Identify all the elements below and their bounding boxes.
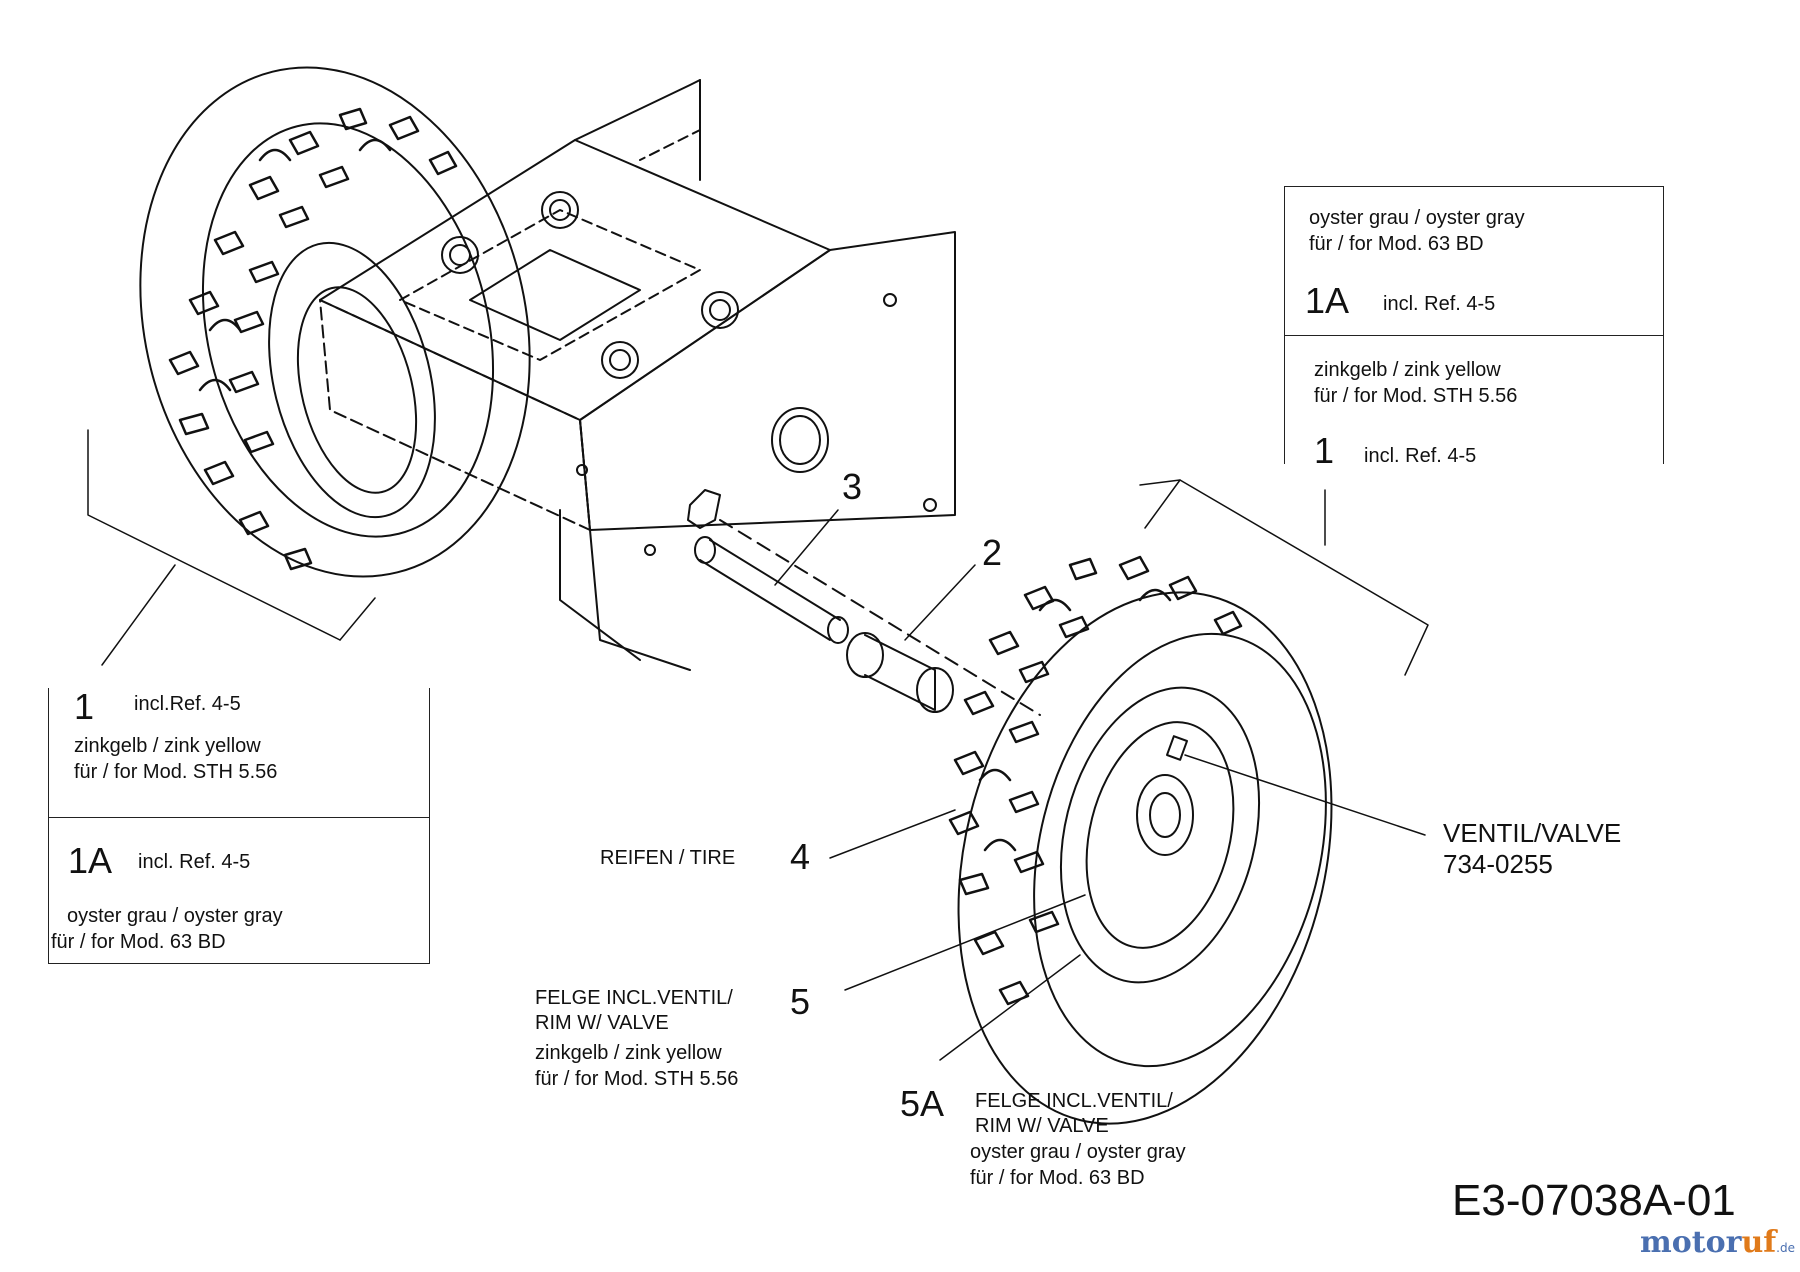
right-tire-tread [948,555,1243,1006]
right-part1a-ref: 1A [1305,280,1350,321]
callout-5-label1: FELGE INCL.VENTIL/ [535,987,733,1009]
frame-side-wall [579,231,956,531]
callout-5-label2: RIM W/ VALVE [535,1012,669,1034]
callout-5a-label2: RIM W/ VALVE [975,1115,1109,1137]
watermark-logo: motoruf.de [1640,1225,1795,1260]
left-rim [268,241,436,519]
callout-5-color: zinkgelb / zink yellow [535,1042,722,1064]
callout-5a-color: oyster grau / oyster gray [970,1141,1186,1163]
left-part1a-ref: 1A [68,840,113,881]
right-tire-inner [1033,632,1327,1068]
left-part1a-color: oyster grau / oyster gray [67,905,283,927]
axle-hex-nut [687,489,721,529]
right-part1-model: für / for Mod. STH 5.56 [1314,385,1518,407]
frame-top-plate [319,139,831,421]
left-wheel-bracket [87,429,376,666]
valve-stem [1166,735,1188,761]
spacer-part-2 [846,632,954,713]
right-rim [1059,686,1261,984]
left-part1a-incl: incl. Ref. 4-5 [138,851,251,873]
left-wheel [139,66,531,578]
callout-ref-4: 4 [790,836,811,877]
left-part1-ref: 1 [74,686,95,727]
callout-5a-model: für / for Mod. 63 BD [970,1167,1145,1189]
watermark-text-c: .de [1776,1241,1795,1255]
watermark-text-a: motor [1640,1225,1742,1260]
axle-part-3 [687,489,1041,716]
leader-lines [774,509,1426,1061]
callout-ref-3: 3 [842,466,863,507]
callout-ref-2: 2 [982,532,1003,573]
frame-top-recess [399,209,701,361]
diagram-code: E3-07038A-01 [1452,1176,1736,1225]
left-part1-color: zinkgelb / zink yellow [74,735,261,757]
legend-right-divider [1284,335,1664,336]
left-part1-model: für / for Mod. STH 5.56 [74,761,278,783]
left-part1-incl: incl.Ref. 4-5 [134,693,241,715]
right-tire-outer [957,591,1333,1125]
valve-part-number: 734-0255 [1443,849,1553,879]
right-part1-incl: incl. Ref. 4-5 [1364,445,1477,467]
legend-right-box [1284,186,1664,464]
watermark-text-b: uf [1741,1225,1777,1260]
right-hub [1136,774,1194,856]
callout-4-label: REIFEN / TIRE [600,847,736,869]
right-wheel-bracket [1139,479,1429,676]
left-tire-tread [168,107,458,571]
right-wheel [948,555,1333,1125]
left-part1a-model: für / for Mod. 63 BD [51,931,226,953]
valve-label: VENTIL/VALVE [1443,818,1622,848]
right-part1-ref: 1 [1314,430,1335,471]
right-part1a-color: oyster grau / oyster gray [1309,207,1525,229]
right-part1a-incl: incl. Ref. 4-5 [1383,293,1496,315]
right-part1a-model: für / for Mod. 63 BD [1309,233,1484,255]
legend-left-box [48,688,430,964]
frame-axle-hole [771,407,829,473]
left-tire-outer [139,66,531,578]
callout-ref-5a: 5A [900,1083,945,1124]
left-tire-inner [201,122,495,538]
right-part1-color: zinkgelb / zink yellow [1314,359,1501,381]
chassis-frame [319,79,956,671]
callout-5a-label1: FELGE INCL.VENTIL/ [975,1090,1173,1112]
callout-ref-5: 5 [790,981,811,1022]
callout-5-model: für / for Mod. STH 5.56 [535,1068,739,1090]
legend-left-divider [48,817,430,818]
